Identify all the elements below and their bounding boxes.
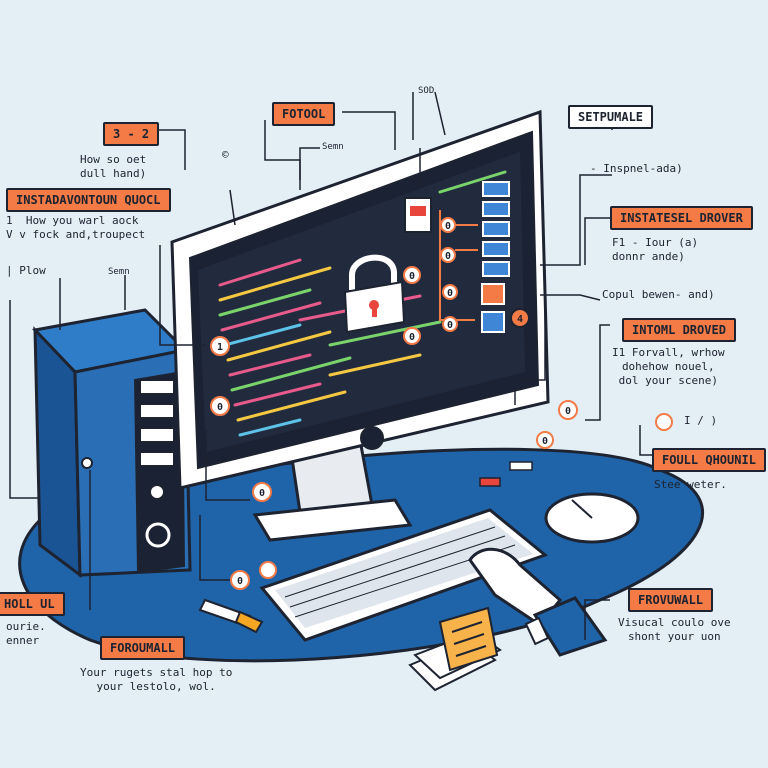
usb-icon	[479, 461, 533, 487]
badge	[210, 396, 230, 416]
label-semn-left: Semn	[108, 267, 130, 277]
badge	[403, 327, 421, 345]
label-frovuwall: FROVUWALL	[628, 588, 714, 612]
badge-label: 0	[565, 406, 571, 417]
badge	[442, 284, 458, 300]
pc-tower-icon	[31, 308, 192, 579]
badge-label: 0	[237, 576, 243, 587]
badge-label: 0	[447, 320, 453, 331]
label-forvall-note: I1 Forvall, wrhow dohehow nouel, dol you…	[612, 346, 725, 387]
label-copul: Copul bewen- and)	[602, 288, 715, 301]
label-install-note: F1 - Iour (a) donnr ande)	[612, 236, 699, 263]
label-inspnel: - Inspnel-ada)	[590, 162, 683, 175]
badge	[252, 482, 272, 502]
label-instadaver-note: 1 How you warl aock V v fock and,troupec…	[6, 214, 146, 241]
label-how-note: How so oet dull hand)	[80, 153, 147, 180]
checklist-icon	[408, 606, 502, 692]
label-foroumall: FOROUMALL	[100, 636, 186, 660]
badge	[403, 266, 421, 284]
badge-label: 0	[542, 436, 548, 447]
badge-label: 0	[409, 271, 415, 282]
label-visucal-note: Visucal coulo ove shont your uon	[618, 616, 731, 643]
badge-label: 0	[259, 488, 265, 499]
badge	[259, 561, 277, 579]
badge-label: 1	[217, 342, 223, 353]
badge	[440, 217, 456, 233]
label-semn-top: Semn	[322, 142, 344, 152]
label-sod: SOD	[418, 86, 435, 96]
label-circle-right: I / )	[684, 414, 718, 427]
badge	[510, 308, 530, 328]
label-holl: HOLL UL	[0, 592, 65, 616]
badge-label: 0	[445, 251, 451, 262]
badge-label: 4	[517, 314, 523, 325]
pen-icon	[198, 598, 264, 634]
badge	[536, 431, 554, 449]
label-instadaver: INSTADAVONTOUN QUOCL	[6, 188, 171, 212]
label-intoml-drover: INTOML DROVED	[622, 318, 736, 342]
badge	[558, 400, 578, 420]
badge	[442, 316, 458, 332]
badge	[210, 336, 230, 356]
label-foull: FOULL QHOUNIL	[652, 448, 766, 472]
label-circle-top: ©	[222, 148, 229, 161]
badge	[440, 247, 456, 263]
badge	[230, 570, 250, 590]
label-setpumale: SETPUMALE	[568, 105, 654, 129]
label-forougall-note: Your rugets stal hop to your lestolo, wo…	[80, 666, 233, 693]
badge	[655, 413, 673, 431]
screen-panels	[404, 181, 510, 333]
label-pow: | Plow	[6, 264, 46, 277]
connector-lines	[9, 91, 660, 640]
label-stee: Stee weter.	[654, 478, 727, 491]
hand-icon	[468, 547, 608, 657]
badge-label: 0	[409, 332, 415, 343]
badge-label: 0	[447, 288, 453, 299]
mouse-icon	[544, 492, 640, 544]
label-fotool: FOTOOL	[272, 102, 336, 126]
label-holl-note: ourie. enner	[6, 620, 46, 647]
badge-group	[210, 217, 673, 590]
label-range: 3 - 2	[103, 122, 160, 146]
lock-icon	[343, 254, 406, 334]
badge-label: 0	[217, 402, 223, 413]
label-install-drover: INSTATESEL DROVER	[610, 206, 753, 230]
badge-label: 0	[445, 221, 451, 232]
